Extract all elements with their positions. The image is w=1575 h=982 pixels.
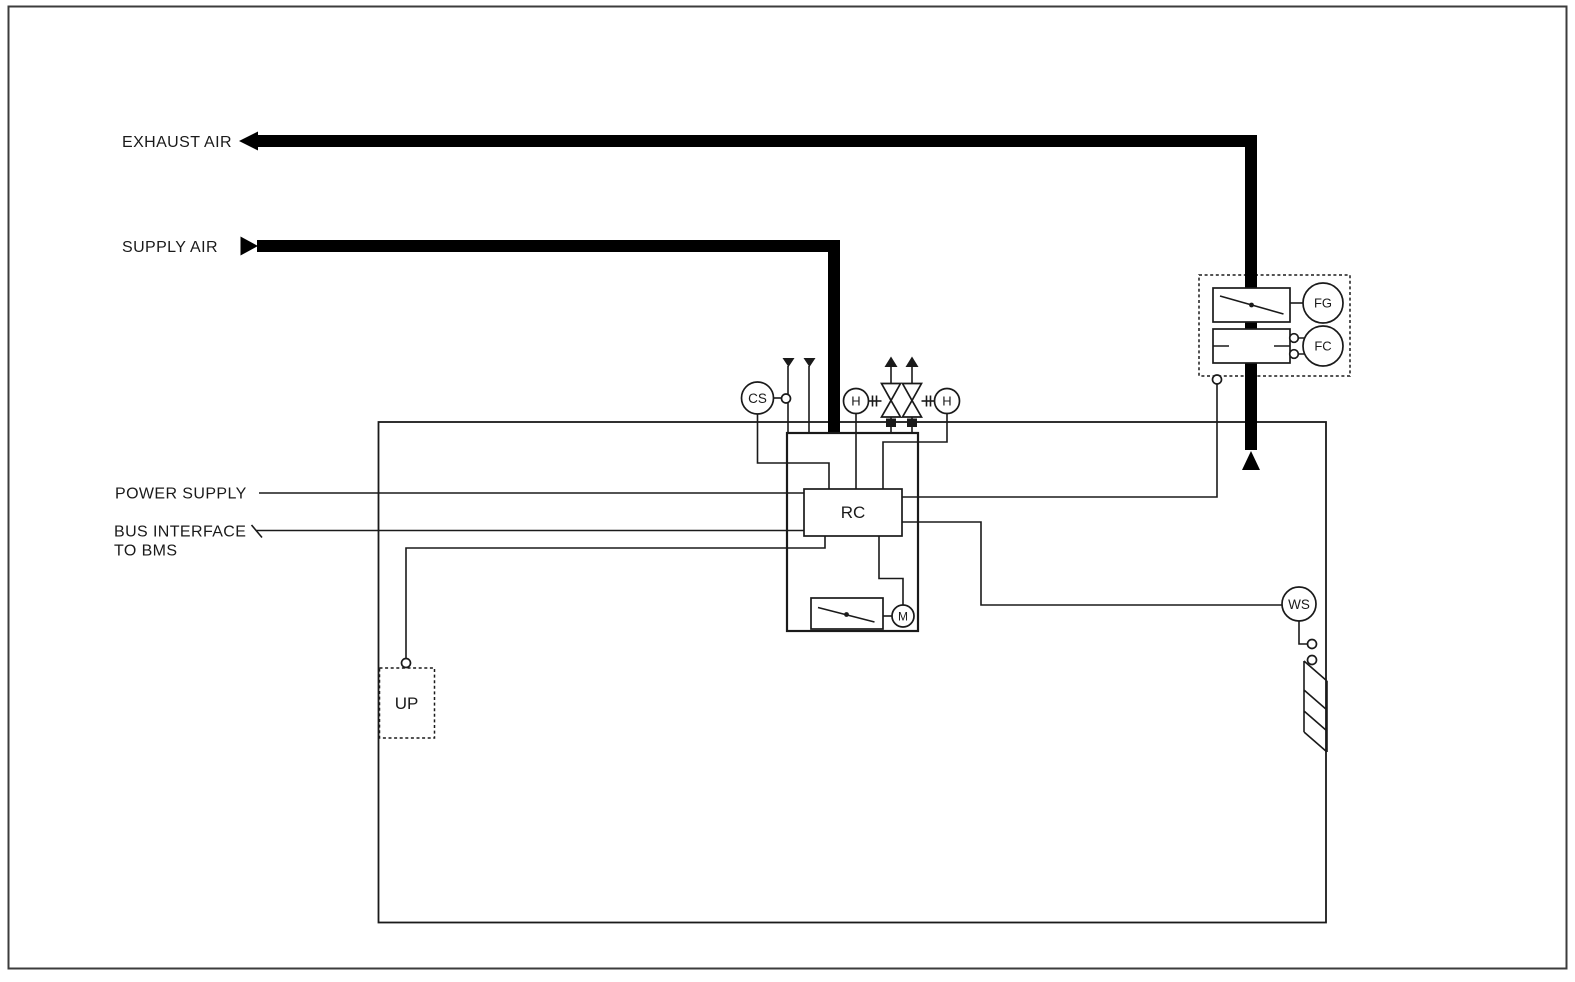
actuator-right-wire: [882, 413, 948, 489]
fan-coil-circle: [1302, 325, 1344, 367]
valve-left-top-triangle: [880, 382, 902, 403]
bus-interface-label-line2: TO BMS: [114, 543, 177, 560]
valve-actuator-left-label: H: [851, 394, 860, 409]
valve-actuator-right-circle: [933, 387, 961, 415]
flow-arrow-left-icon: [884, 356, 898, 367]
bus-tick-mark: [250, 524, 263, 539]
fan-unit-damper-pivot: [1249, 302, 1254, 308]
room-boundary: [377, 421, 1327, 924]
window-contact-top: [1306, 638, 1318, 650]
valve-left-bottom-triangle: [880, 398, 902, 418]
flow-arrow-right-icon: [905, 356, 919, 367]
wiring: [250, 366, 1307, 659]
fan-grid-label: FG: [1314, 296, 1332, 311]
bus-interface-label-line1: BUS INTERFACE: [114, 524, 246, 541]
room-panel-box: [378, 667, 436, 739]
valve-right-bottom-triangle: [901, 398, 923, 418]
condensation-sensor-label: CS: [748, 391, 767, 406]
fan-grid-circle: [1302, 282, 1344, 324]
cs-terminal-circle: [780, 393, 792, 404]
window-contact-bottom: [1306, 654, 1318, 666]
window-switch-label: WS: [1288, 597, 1310, 612]
flange-tick-marks: [871, 395, 932, 407]
pipe-union-left: [886, 418, 896, 427]
room-controller-box: [803, 488, 903, 537]
antenna-right-icon: [803, 358, 816, 367]
fan-unit-internals: [1211, 282, 1344, 385]
exhaust-air-label: EXHAUST AIR: [122, 134, 232, 151]
fan-coil-label: FC: [1314, 339, 1331, 354]
supply-air-label: SUPPLY AIR: [122, 239, 218, 256]
antenna-left-icon: [782, 358, 795, 367]
window-switch-circle: [1281, 586, 1317, 622]
valve-actuator-left-circle: [842, 387, 870, 415]
valve-actuator-right-label: H: [942, 394, 951, 409]
exhaust-duct-inlet-arrow-icon: [1242, 451, 1260, 470]
room-panel-terminal: [400, 657, 412, 669]
valve-left: [880, 356, 902, 427]
rc-to-fan-unit-wire: [902, 384, 1218, 498]
valve-right: [901, 356, 923, 427]
rc-to-window-switch-wire: [902, 521, 1282, 606]
drawing-frame: [7, 5, 1568, 970]
power-supply-label: POWER SUPPLY: [115, 486, 247, 503]
room-panel-label: UP: [395, 694, 419, 713]
fc-terminal-bottom: [1288, 348, 1300, 360]
rc-to-motor-wire: [878, 536, 904, 605]
exhaust-air-arrow-icon: [239, 131, 258, 151]
damper-pivot-dot: [844, 612, 849, 617]
damper-motor-circle: [891, 604, 915, 628]
pipe-union-right: [907, 418, 917, 427]
damper-symbol: [810, 597, 884, 630]
supply-air-duct: [240, 236, 840, 433]
room-controller-label: RC: [841, 503, 866, 522]
fan-unit-enclosure: [1198, 274, 1351, 377]
cs-wire: [756, 413, 830, 489]
window-symbol: [1303, 660, 1328, 753]
exhaust-air-duct: [239, 131, 1260, 470]
supply-air-arrow-icon: [240, 236, 258, 256]
damper-motor-label: M: [898, 609, 908, 623]
valve-right-top-triangle: [901, 382, 923, 403]
fan-unit-terminal: [1211, 374, 1223, 385]
fcu-enclosure: [785, 431, 920, 633]
condensation-sensor-circle: [740, 381, 775, 415]
fc-terminal-top: [1288, 332, 1300, 344]
supply-duct-line: [257, 240, 840, 433]
window-switch-contact-wire: [1298, 621, 1307, 645]
room-panel-wire: [405, 536, 826, 659]
